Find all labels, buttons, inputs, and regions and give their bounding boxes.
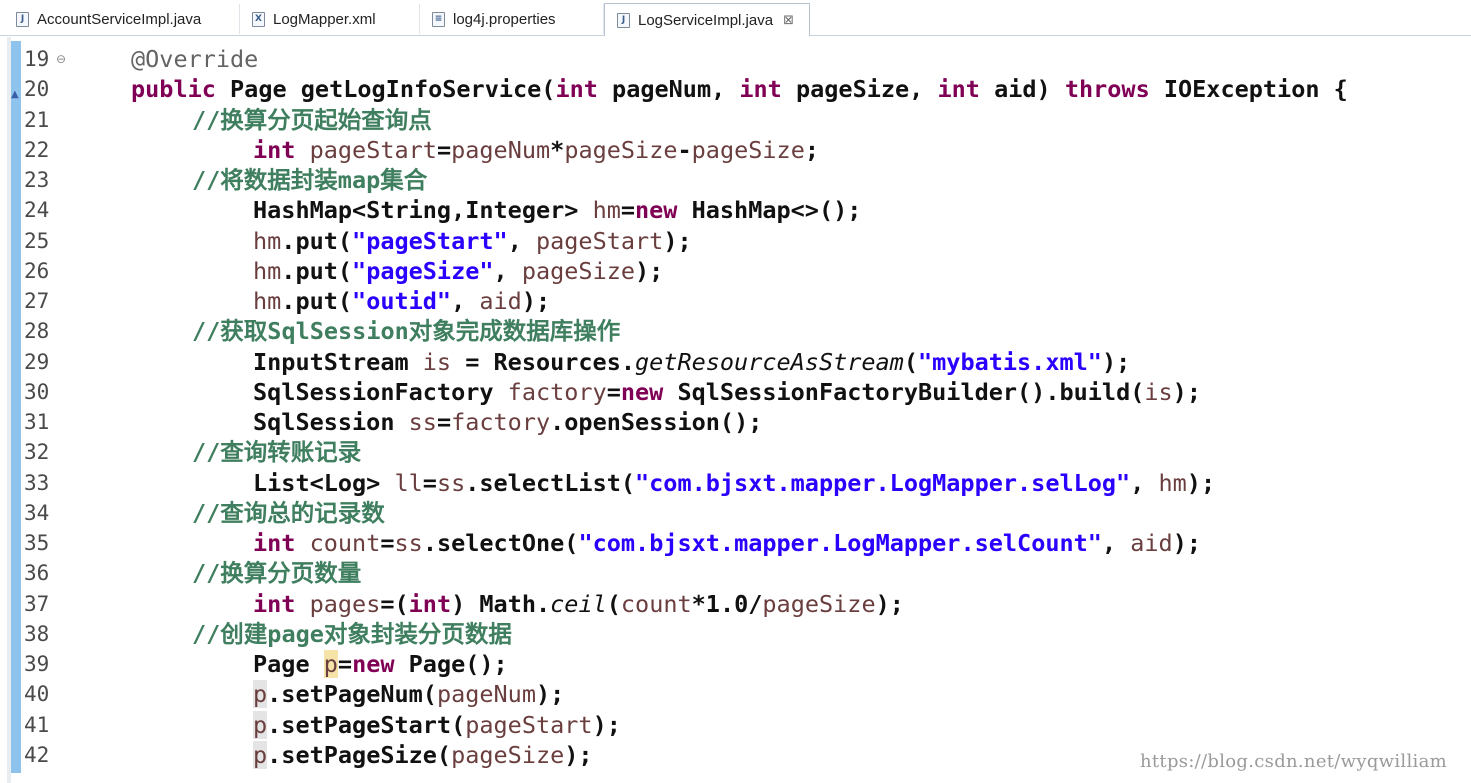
line-number: 31: [24, 410, 50, 434]
code-line[interactable]: 40 p.setPageNum(pageNum);: [0, 679, 1471, 709]
code-line[interactable]: 34 //查询总的记录数: [0, 498, 1471, 528]
watermark: https://blog.csdn.net/wyqwilliam: [1140, 751, 1448, 772]
code-text: InputStream is = Resources.getResourceAs…: [253, 347, 1131, 376]
tab-label: log4j.properties: [453, 10, 556, 28]
code-text: //创建page对象封装分页数据: [192, 619, 512, 648]
code-text: @Override: [131, 45, 259, 73]
line-number: 40: [24, 682, 50, 707]
code-line[interactable]: 35 int count=ss.selectOne("com.bjsxt.mapp…: [0, 528, 1471, 558]
code-line[interactable]: 30 SqlSessionFactory factory=new SqlSessi…: [0, 377, 1471, 407]
code-line[interactable]: 22 int pageStart=pageNum*pageSize-pageSiz…: [0, 135, 1471, 165]
code-line[interactable]: 25 hm.put("pageStart", pageStart);: [0, 226, 1471, 256]
code-line[interactable]: 31 SqlSession ss=factory.openSession();: [0, 407, 1471, 437]
tab-log-service-impl[interactable]: J LogServiceImpl.java ⊠: [604, 3, 810, 36]
code-text: //查询转账记录: [192, 438, 362, 467]
code-line[interactable]: 37 int pages=(int) Math.ceil(count*1.0/pa…: [0, 589, 1471, 619]
line-number: 35: [24, 531, 50, 555]
line-number: 32: [24, 440, 50, 465]
tab-account-service-impl[interactable]: J AccountServiceImpl.java: [4, 4, 240, 34]
line-number: 41: [24, 712, 50, 737]
line-number: 26: [24, 258, 50, 283]
code-line[interactable]: 26 hm.put("pageSize", pageSize);: [0, 256, 1471, 286]
line-number: 36: [24, 561, 50, 586]
code-text: int pages=(int) Math.ceil(count*1.0/page…: [253, 589, 904, 618]
close-tab-icon[interactable]: ⊠: [783, 12, 794, 28]
override-marker-icon[interactable]: ▲: [11, 89, 19, 101]
code-text: //获取SqlSession对象完成数据库操作: [192, 317, 621, 346]
code-text: p.setPageNum(pageNum);: [253, 680, 565, 709]
code-text: hm.put("pageSize", pageSize);: [253, 256, 664, 285]
line-number: 34: [24, 500, 50, 525]
line-number: 29: [24, 349, 50, 374]
gutter-annotation-bar: [7, 37, 11, 783]
code-text: public Page getLogInfoService(int pageNu…: [131, 75, 1348, 104]
change-ruler: [11, 41, 21, 773]
code-line[interactable]: 42 p.setPageSize(pageSize);: [0, 740, 1471, 770]
line-number: 42: [24, 742, 50, 767]
code-line[interactable]: 36 //换算分页数量: [0, 558, 1471, 588]
editor-tab-bar: J AccountServiceImpl.java X LogMapper.xm…: [0, 0, 1471, 36]
code-line[interactable]: 33 List<Log> ll=ss.selectList("com.bjsxt.…: [0, 468, 1471, 498]
line-number: 24: [24, 198, 50, 223]
xml-file-icon: X: [252, 11, 265, 27]
java-file-icon: J: [16, 11, 29, 27]
java-file-icon: J: [617, 12, 630, 28]
code-text: List<Log> ll=ss.selectList("com.bjsxt.ma…: [253, 468, 1216, 497]
tab-log4j-properties[interactable]: ≡ log4j.properties: [420, 4, 604, 34]
code-text: p.setPageStart(pageStart);: [253, 710, 621, 739]
code-text: hm.put("pageStart", pageStart);: [253, 226, 692, 255]
line-number: 21: [24, 107, 50, 132]
code-text: //查询总的记录数: [192, 498, 385, 527]
line-number: 28: [24, 319, 50, 344]
line-number: 23: [24, 168, 50, 192]
code-line[interactable]: 20 ▲ public Page getLogInfoService(int pag…: [0, 74, 1471, 104]
tab-label: LogMapper.xml: [273, 10, 376, 28]
code-line[interactable]: 29 InputStream is = Resources.getResource…: [0, 347, 1471, 377]
code-text: p.setPageSize(pageSize);: [253, 740, 593, 769]
code-line[interactable]: 39 Page p=new Page();: [0, 649, 1471, 679]
code-text: Page p=new Page();: [253, 650, 508, 678]
fold-collapse-icon[interactable]: ⊖: [56, 52, 67, 66]
code-line[interactable]: 38 //创建page对象封装分页数据: [0, 619, 1471, 649]
line-number: 39: [24, 652, 50, 676]
code-text: //将数据封装map集合: [192, 166, 428, 194]
line-number: 38: [24, 621, 50, 646]
tab-label: LogServiceImpl.java: [638, 11, 774, 29]
properties-file-icon: ≡: [432, 11, 445, 27]
code-text: int count=ss.selectOne("com.bjsxt.mapper…: [253, 529, 1201, 557]
code-text: HashMap<String,Integer> hm=new HashMap<>…: [253, 196, 862, 225]
tab-log-mapper-xml[interactable]: X LogMapper.xml: [240, 4, 420, 34]
line-number: 20: [24, 77, 50, 102]
code-line[interactable]: 28 //获取SqlSession对象完成数据库操作: [0, 316, 1471, 346]
line-number: 19: [24, 47, 50, 71]
line-number: 33: [24, 470, 50, 495]
code-line[interactable]: 21 //换算分页起始查询点: [0, 105, 1471, 135]
line-number: 30: [24, 379, 50, 404]
line-number: 37: [24, 591, 50, 616]
code-line[interactable]: 19 ⊖ @Override: [0, 44, 1471, 74]
code-line[interactable]: 24 HashMap<String,Integer> hm=new HashMap…: [0, 195, 1471, 225]
code-line[interactable]: 23 //将数据封装map集合: [0, 165, 1471, 195]
code-line[interactable]: 32 //查询转账记录: [0, 437, 1471, 467]
code-line[interactable]: 27 hm.put("outid", aid);: [0, 286, 1471, 316]
code-editor[interactable]: 19 ⊖ @Override 20 ▲ public Page getLogInfoSer…: [0, 37, 1471, 783]
code-text: //换算分页起始查询点: [192, 105, 432, 134]
code-text: //换算分页数量: [192, 559, 362, 588]
line-number: 22: [24, 137, 50, 162]
tab-label: AccountServiceImpl.java: [37, 10, 202, 28]
code-line[interactable]: 41 p.setPageStart(pageStart);: [0, 710, 1471, 740]
code-text: hm.put("outid", aid);: [253, 287, 551, 315]
code-text: int pageStart=pageNum*pageSize-pageSize;: [253, 135, 819, 164]
line-number: 25: [24, 228, 50, 253]
line-number: 27: [24, 289, 50, 313]
code-text: SqlSession ss=factory.openSession();: [253, 408, 763, 436]
code-text: SqlSessionFactory factory=new SqlSession…: [253, 377, 1201, 406]
